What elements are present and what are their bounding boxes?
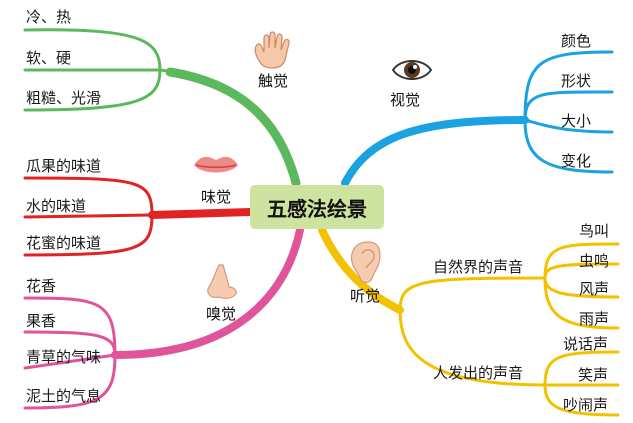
hearing-nature-item-2: 虫鸣	[579, 252, 610, 270]
smell-item-2: 果香	[26, 312, 57, 330]
smell-trunk	[111, 226, 304, 359]
touch-trunk	[165, 67, 301, 188]
ear-icon	[350, 241, 381, 284]
sight-item-3: 大小	[561, 112, 592, 130]
touch-item-2: 软、硬	[26, 49, 72, 67]
smell-branch-label: 嗅觉	[206, 305, 237, 323]
hearing-nature-item-1: 鸟叫	[579, 222, 610, 240]
taste-item-2: 水的味道	[26, 197, 87, 215]
touch-branch-label: 触觉	[258, 72, 289, 90]
smell-item-3: 青草的气味	[26, 348, 102, 366]
center-topic: 五感法绘景	[250, 185, 384, 229]
hearing-human-item-1: 说话声	[563, 335, 609, 353]
hearing-branch-lines	[398, 242, 620, 417]
sight-trunk	[341, 116, 529, 187]
taste-item-3: 花蜜的味道	[26, 234, 102, 252]
taste-trunk	[148, 208, 254, 219]
hand-icon	[254, 31, 290, 69]
touch-item-1: 冷、热	[26, 8, 72, 26]
lips-icon	[194, 156, 238, 173]
taste-branch-label: 味觉	[201, 188, 232, 206]
smell-branch-lines	[23, 296, 117, 410]
smell-item-1: 花香	[26, 277, 57, 295]
sight-item-1: 颜色	[561, 32, 592, 50]
sight-branch-label: 视觉	[390, 91, 421, 109]
hearing-nature-item-3: 风声	[579, 280, 610, 298]
eye-icon	[391, 60, 433, 80]
sight-item-4: 变化	[561, 152, 592, 170]
taste-item-1: 瓜果的味道	[26, 157, 102, 175]
hearing-nature-item-4: 雨声	[579, 310, 610, 328]
touch-item-3: 粗糙、光滑	[26, 89, 102, 107]
smell-item-4: 泥土的气息	[26, 387, 102, 405]
hearing-group-nature: 自然界的声音	[433, 258, 524, 276]
hearing-human-item-2: 笑声	[578, 366, 609, 384]
hearing-trunk	[318, 226, 404, 314]
sight-branch-lines	[523, 50, 614, 174]
hearing-human-item-3: 吵闹声	[563, 396, 609, 414]
sight-item-2: 形状	[561, 72, 592, 90]
hearing-branch-label: 听觉	[350, 287, 381, 305]
hearing-group-human: 人发出的声音	[433, 364, 524, 382]
taste-branch-lines	[23, 176, 154, 257]
nose-icon	[207, 264, 237, 299]
